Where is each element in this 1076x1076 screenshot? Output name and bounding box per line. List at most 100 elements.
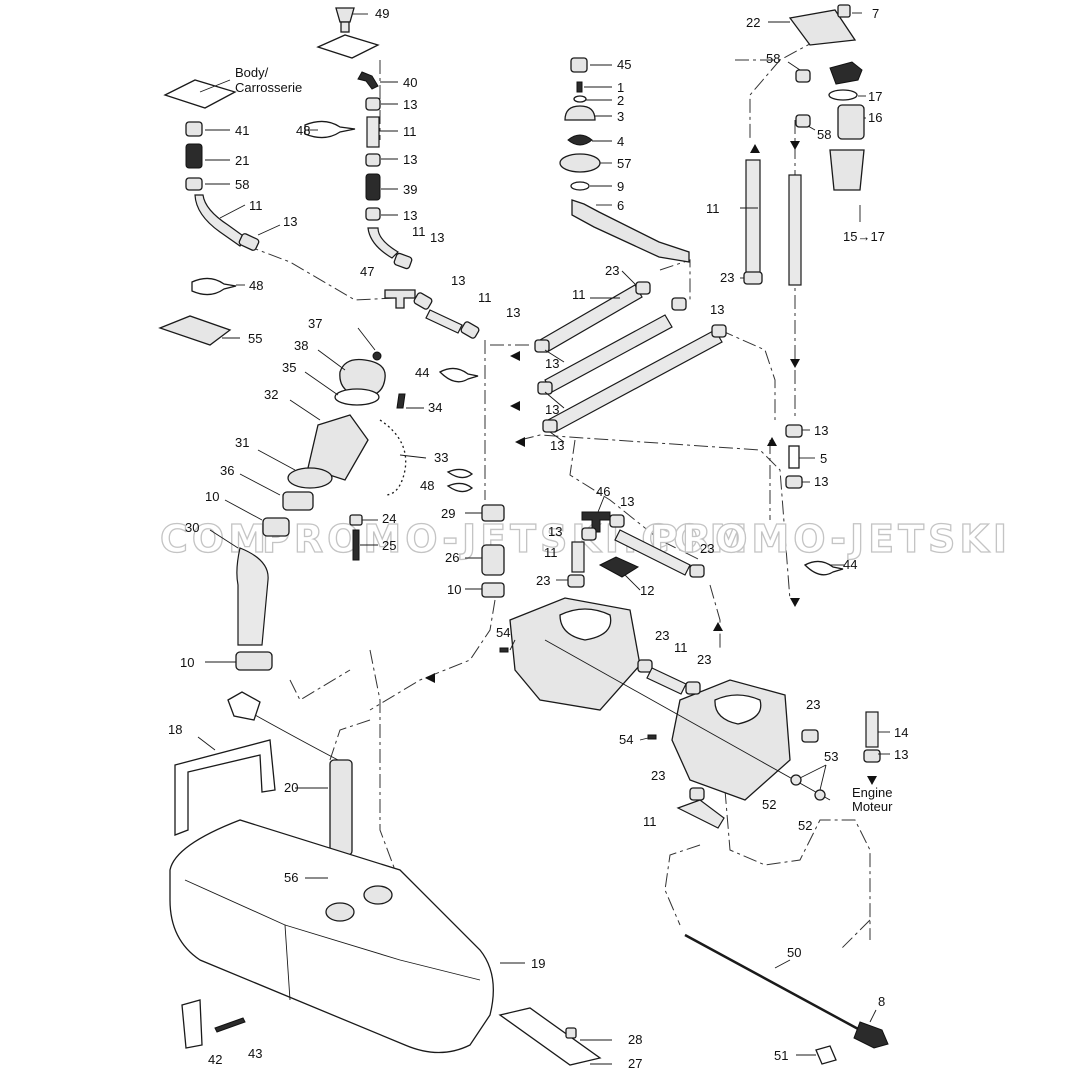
screw-1 [576,81,583,93]
flow-arrows [425,141,877,785]
watermark-right: PROMO-JETSKI [650,517,1011,561]
callout-13m: 13 [814,474,828,489]
fuel-filter-group [743,4,865,286]
clamp-13-diag-3 [542,419,558,433]
clamp-13-e [413,292,433,310]
callout-49: 49 [375,6,389,21]
callout-13e: 13 [283,214,297,229]
vent-cap-stem [340,21,350,33]
hose-11-lower [676,799,725,829]
callout-33: 33 [434,450,448,465]
grommet-41 [185,121,203,137]
flange-57 [559,153,601,173]
callout-23c: 23 [700,541,714,556]
clamp-13-diag-2 [537,381,553,395]
grommet-26 [481,544,505,576]
clamp-13-valve-top [785,424,803,438]
callout-23d: 23 [536,573,550,588]
o-ring-17 [828,89,858,101]
tie-strap-44-a [438,367,479,383]
hose-11-carb-long [614,529,691,576]
callout-40: 40 [403,75,417,90]
callout-13d: 13 [430,230,444,245]
tie-strap-48-b [191,277,237,296]
callout-39: 39 [403,182,417,197]
callout-52a: 52 [762,797,776,812]
body-label-line2: Carrosserie [235,80,302,95]
cap-45 [570,57,588,73]
callout-44b: 44 [843,557,857,572]
callout-13k: 13 [710,302,724,317]
clamp-13-b [365,153,381,167]
callout-32: 32 [264,387,278,402]
callout-11a: 11 [403,124,417,139]
tank-port-left [325,902,355,922]
callout-5: 5 [820,451,827,466]
callout-17: 17 [868,89,882,104]
callout-48b: 48 [249,278,263,293]
callout-11i: 11 [674,640,688,655]
callout-30: 30 [185,520,199,535]
callout-13l: 13 [814,423,828,438]
hose-11-between [646,667,687,695]
callout-23g: 23 [806,697,820,712]
callout-25: 25 [382,538,396,553]
callout-13f: 13 [451,273,465,288]
valve-39 [365,173,381,201]
callout-13o: 13 [894,747,908,762]
tee-fitting-46 [581,511,611,533]
engine-label-line1: Engine [852,785,892,800]
callout-24: 24 [382,511,396,526]
callout-11c: 11 [249,198,263,213]
nut-36 [282,491,314,511]
washer-2 [573,95,587,103]
choke-cable-50 [684,933,861,1032]
choke-knob-8 [853,1021,889,1049]
callout-45: 45 [617,57,631,72]
clamp-23-lower [689,787,705,801]
clamp-58-left [185,177,203,191]
callout-36: 36 [220,463,234,478]
callout-50: 50 [787,945,801,960]
callout-58a: 58 [766,51,780,66]
tank-seam [284,924,481,981]
bracket-22 [788,9,857,46]
callout-10a: 10 [205,489,219,504]
clamp-13-diag-1 [534,339,550,353]
fuel-sender-20 [329,759,353,856]
clamp-23-between-b [685,681,701,695]
callout-34: 34 [428,400,442,415]
clamp-23-engine [801,729,819,743]
flow-arrow-up-1 [750,144,760,153]
tie-strap-44-b [803,560,844,576]
tie-strap-48-a [304,120,356,139]
callout-48c: 48 [420,478,434,493]
flow-arrow-down-3 [790,598,800,607]
body-vent-group [158,7,480,346]
carburetor-front-throat [559,608,612,641]
body-panel-plate-top [316,34,380,59]
callout-56: 56 [284,870,298,885]
pin-25 [352,529,360,561]
watermark: COM PROMO-JETSKI.COM PROMO-JETSKI [159,516,1011,561]
washer-52-b [814,789,826,801]
flow-arrow-left-1 [510,351,520,361]
clamp-13-engine [863,749,881,763]
chain-33 [379,419,407,496]
callout-21: 21 [235,153,249,168]
clamp-23-right [743,271,763,285]
clamp-13-top [671,297,687,311]
flow-arrow-up-3 [713,622,723,631]
callout-13h: 13 [545,356,559,371]
callout-11d: 11 [478,290,492,305]
carburetor-rear-throat [714,694,762,725]
callout-13i: 13 [545,402,559,417]
plug-37 [372,351,382,361]
fuel-tank-19 [169,819,494,1054]
flow-arrow-down-2 [790,359,800,368]
callout-19: 19 [531,956,545,971]
callout-7: 7 [872,6,879,21]
clamp-12 [598,556,640,578]
callout-27: 27 [628,1056,642,1071]
clamp-58-right [795,114,811,128]
